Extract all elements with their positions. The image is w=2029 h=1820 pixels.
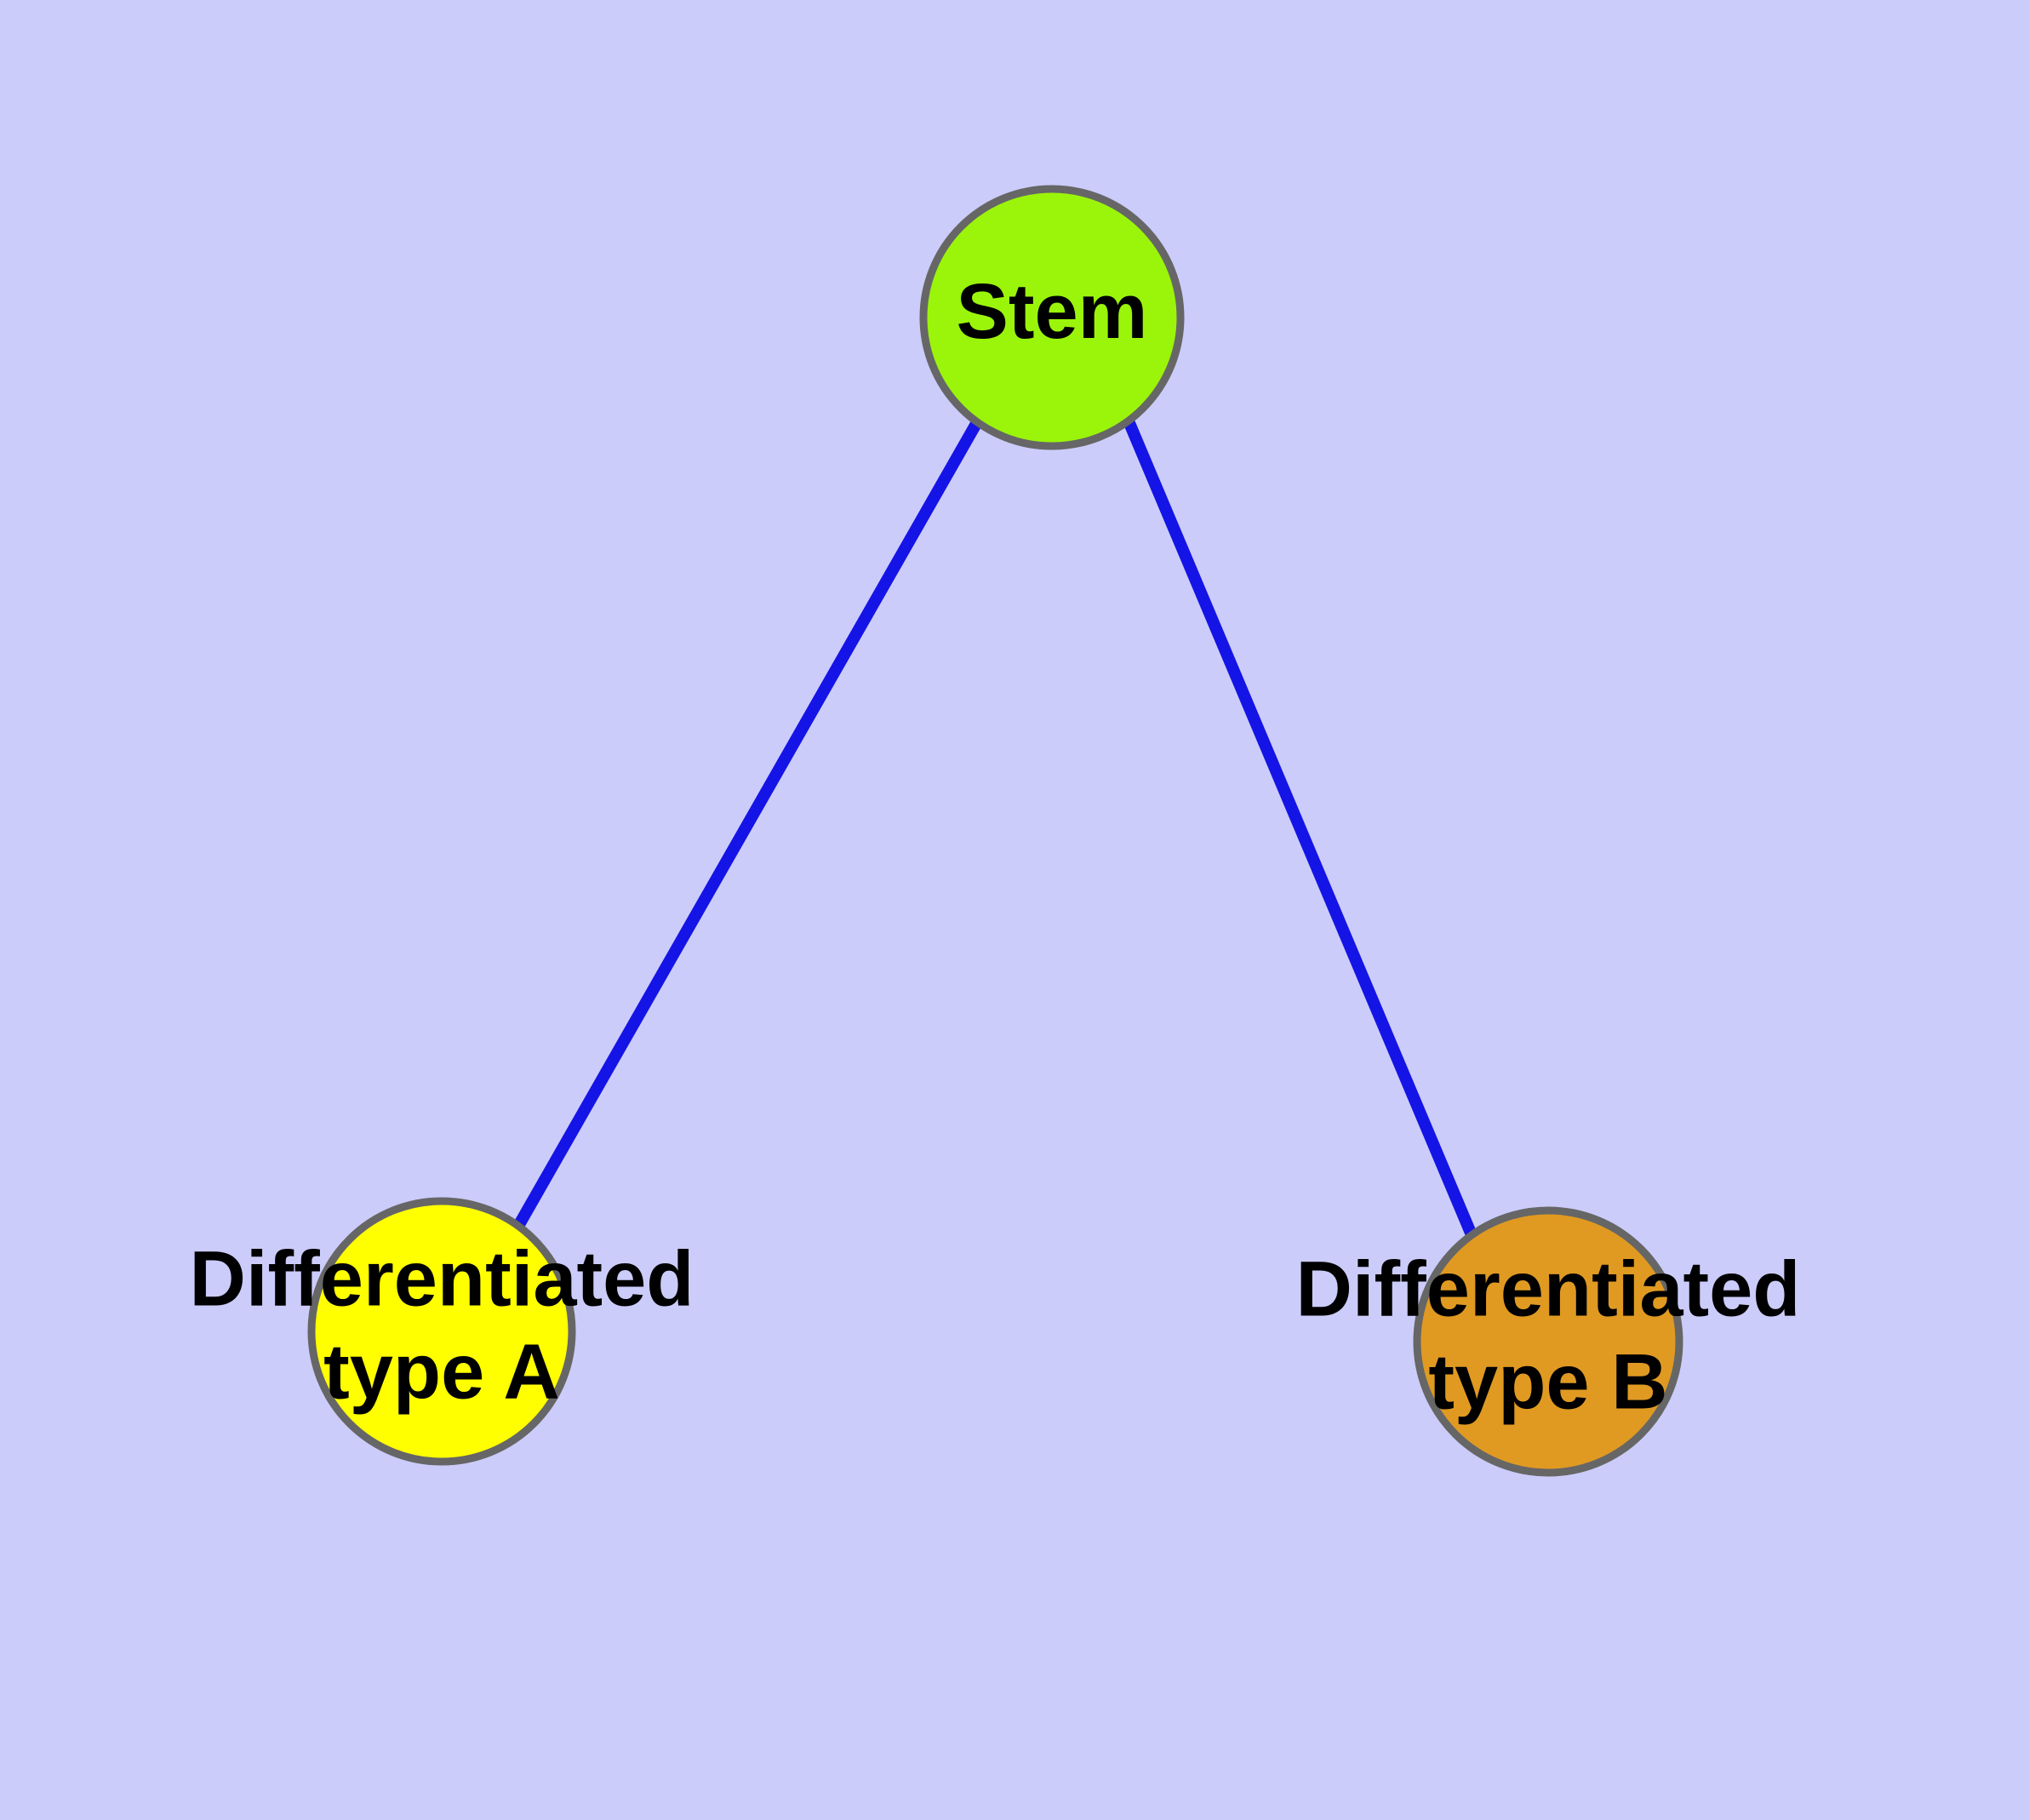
node-type-b[interactable] <box>1413 1206 1683 1477</box>
edge-stem-to-type-b[interactable] <box>1123 421 1478 1239</box>
node-type-b-circle[interactable] <box>1413 1206 1683 1477</box>
node-stem-label: Stem <box>957 268 1148 355</box>
node-label-line: type A <box>323 1329 560 1416</box>
nodes-layer <box>307 185 1683 1477</box>
node-type-a[interactable] <box>307 1197 576 1466</box>
node-label-line: Differentiated <box>1296 1246 1801 1333</box>
node-label-line: Differentiated <box>190 1236 694 1323</box>
edge-stem-to-type-a[interactable] <box>512 419 983 1231</box>
node-label-line: type B <box>1428 1339 1667 1426</box>
node-type-a-circle[interactable] <box>307 1197 576 1466</box>
node-stem-circle[interactable] <box>919 185 1185 450</box>
edges-layer <box>512 419 1478 1239</box>
node-stem[interactable] <box>919 185 1185 450</box>
node-label-line: Stem <box>957 268 1148 355</box>
